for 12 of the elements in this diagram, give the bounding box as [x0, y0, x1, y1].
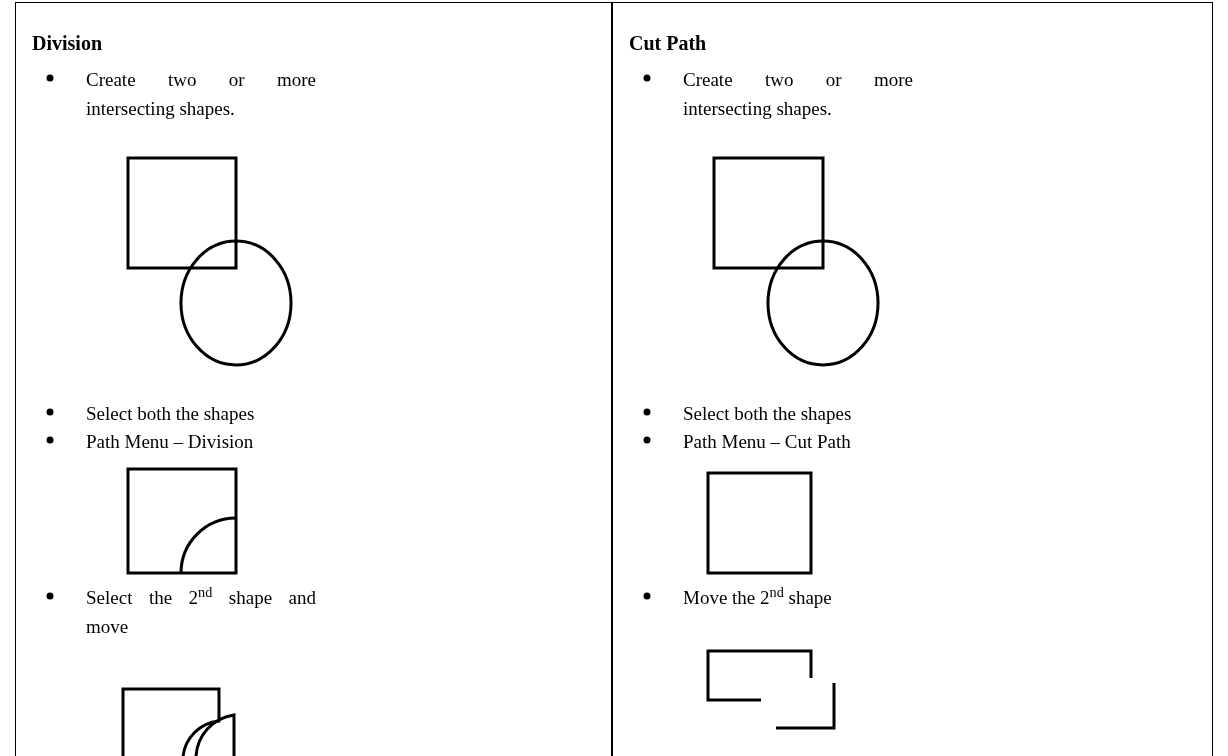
bullet-text: Path Menu – Division — [86, 430, 255, 454]
bullet-text: Select the 2$^{nd}$ shape and move — [86, 583, 316, 639]
table-cell — [15, 2, 612, 756]
cell-heading: Division — [32, 31, 103, 55]
bullet-text: Select both the shapes — [86, 402, 256, 426]
cell-heading: Cut Path — [629, 31, 707, 55]
bullet-text: Move the 2$^{nd}$ shape — [683, 583, 833, 610]
bullet-text: Select both the shapes — [683, 402, 853, 426]
bullet-text: Create two or more intersecting shapes. — [86, 68, 316, 121]
table-cell — [612, 2, 1213, 756]
bullet-text: Create two or more intersecting shapes. — [683, 68, 913, 121]
bullet-text: Path Menu – Cut Path — [683, 430, 852, 454]
